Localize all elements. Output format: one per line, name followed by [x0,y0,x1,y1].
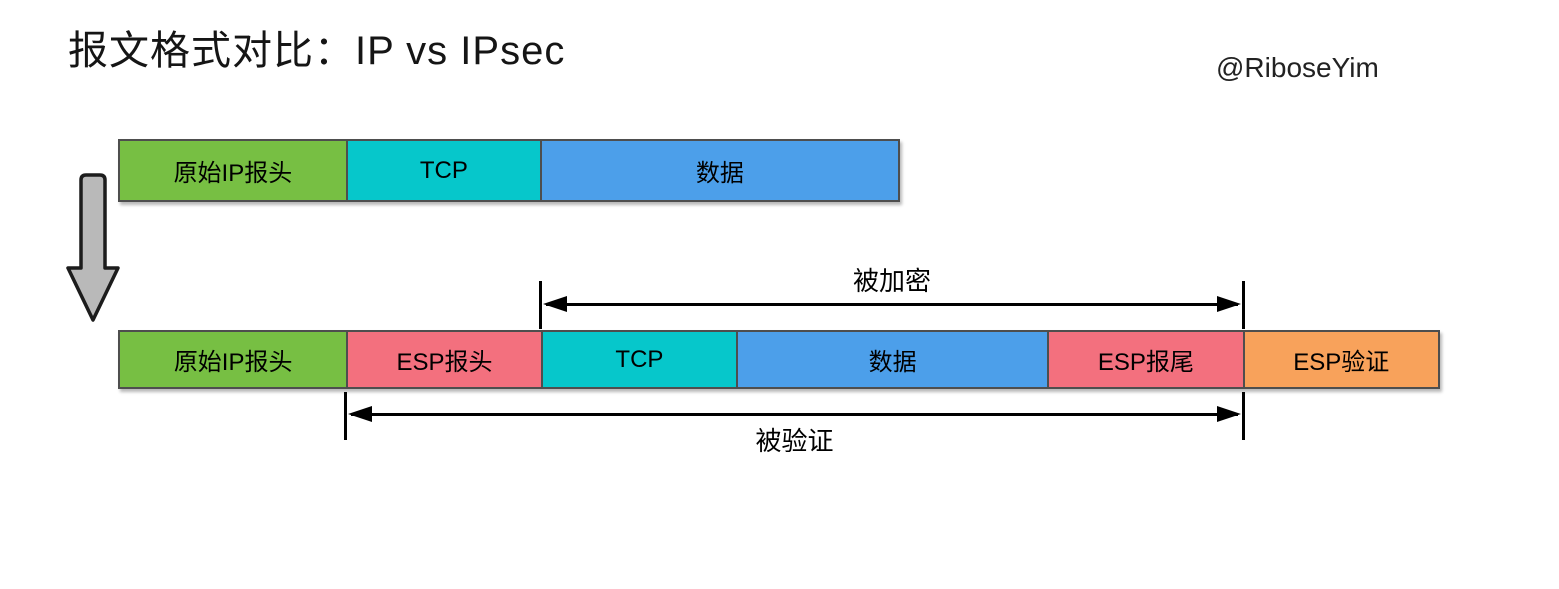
segment-label: 数据 [695,160,744,187]
segment-label: ESP报尾 [1097,349,1194,376]
segment-data: 数据 [539,141,898,200]
segment-label: TCP [615,345,664,373]
segment-label: 原始IP报头 [173,160,293,187]
segment-label: ESP验证 [1293,349,1390,376]
segment-label: TCP [419,156,468,184]
segment-data: 数据 [736,332,1048,387]
span-tick-left [344,392,347,440]
segment-esp-header: ESP报头 [346,332,541,387]
span-tick-left [539,281,542,329]
double-arrow [543,296,1241,312]
credit-handle: @RiboseYim [1216,52,1379,83]
segment-esp-auth: ESP验证 [1242,332,1438,387]
segment-tcp: TCP [540,332,737,387]
segment-original-ip-header: 原始IP报头 [120,141,346,200]
ip-packet-row: 原始IP报头 TCP 数据 [118,139,900,202]
double-arrow [348,406,1241,422]
segment-esp-trailer: ESP报尾 [1047,332,1243,387]
segment-tcp: TCP [345,141,540,200]
span-tick-right [1242,392,1245,440]
segment-label: 数据 [868,349,917,376]
encrypted-span: 被加密 [539,266,1245,329]
encrypted-label: 被加密 [852,266,931,296]
segment-label: ESP报头 [396,349,493,376]
ipsec-packet-row: 原始IP报头 ESP报头 TCP 数据 ESP报尾 ESP验证 [118,330,1440,389]
span-tick-right [1242,281,1245,329]
authenticated-span: 被验证 [344,392,1245,456]
down-arrow-icon [66,173,120,322]
segment-original-ip-header: 原始IP报头 [120,332,347,387]
authenticated-label: 被验证 [755,426,834,456]
segment-label: 原始IP报头 [173,349,293,376]
page-title: 报文格式对比：IP vs IPsec [68,29,566,73]
